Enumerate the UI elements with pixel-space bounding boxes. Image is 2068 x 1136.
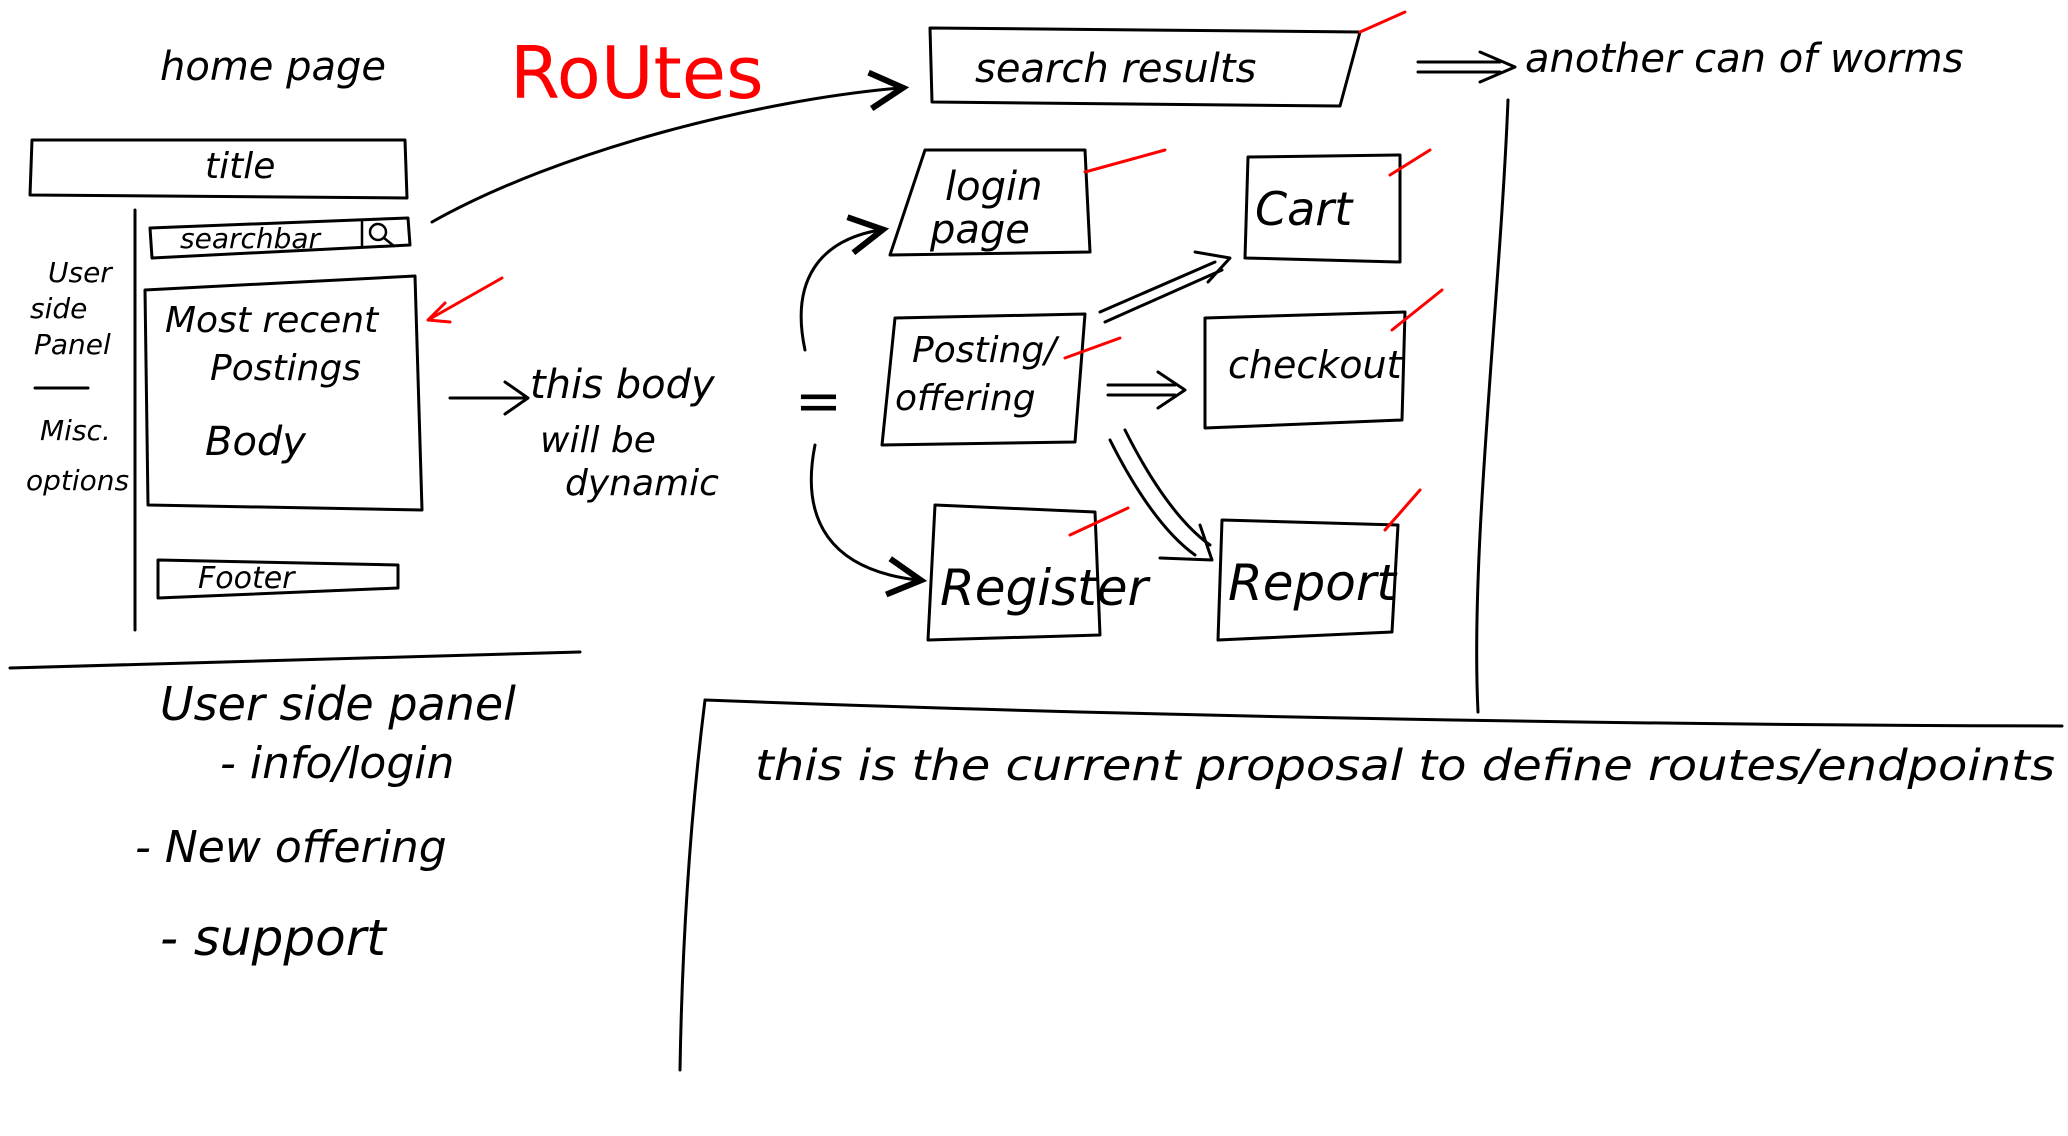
another-can-of-worms: another can of worms: [1525, 36, 1963, 82]
routes-column-divider: [1475, 98, 1510, 714]
title-label: title: [205, 146, 275, 187]
footer-box: [156, 558, 400, 600]
login-page-check: [1083, 148, 1167, 174]
cart-check: [1388, 148, 1432, 177]
body-line-2: Postings: [210, 348, 361, 389]
report-box: [1216, 518, 1400, 642]
search-icon: [368, 222, 388, 242]
report-label: Report: [1228, 554, 1398, 612]
dynamic-note-line-3: dynamic: [565, 463, 719, 504]
register-label: Register: [940, 559, 1152, 617]
user-side-panel-line-3: Panel: [34, 328, 111, 361]
search-results-check: [1358, 10, 1407, 34]
search-results-label: search results: [975, 46, 1256, 92]
register-check: [1068, 506, 1130, 537]
cart-label: Cart: [1255, 182, 1354, 236]
home-page-heading: home page: [160, 44, 386, 90]
routes-heading: RoUtes: [510, 31, 764, 115]
side-panel-note-3: - support: [160, 909, 388, 967]
worms-arrow: [1416, 50, 1517, 84]
side-panel-note-2: - New offering: [135, 822, 447, 873]
home-page-wireframe: home page title searchbar User side Pane…: [8, 44, 582, 670]
checkout-label: checkout: [1228, 343, 1404, 387]
body-to-note-arrow: [448, 380, 530, 416]
searchbar-box: [148, 216, 412, 260]
footer-label: Footer: [198, 561, 296, 596]
cart-box: [1243, 153, 1402, 264]
misc-options-line-2: options: [26, 464, 129, 497]
proposal-note: this is the current proposal to define r…: [755, 741, 2055, 791]
body-box: [143, 274, 424, 512]
title-box: [28, 138, 409, 200]
equals-sign: =: [795, 369, 842, 434]
search-to-results-arrow: [430, 88, 900, 224]
proposal-left-line: [678, 698, 707, 1072]
body-line-1: Most recent: [165, 300, 380, 341]
checkout-check: [1390, 288, 1444, 332]
to-login-arrow: [799, 230, 880, 352]
side-panel-notes: User side panel - info/login - New offer…: [135, 677, 516, 967]
body-pointer-arrow: [426, 276, 504, 324]
posting-offering-check: [1063, 336, 1122, 360]
to-checkout-arrow: [1106, 370, 1187, 410]
dynamic-note-line-1: this body: [530, 362, 716, 408]
login-page-box: [888, 148, 1092, 257]
checkout-box: [1203, 310, 1407, 430]
proposal-section: this is the current proposal to define r…: [678, 698, 2064, 1072]
to-report-arrow: [1108, 428, 1214, 562]
report-check: [1383, 488, 1422, 532]
login-page-line-1: login: [945, 164, 1042, 210]
side-panel-note-1: - info/login: [220, 738, 454, 789]
user-side-panel-line-1: User: [48, 256, 113, 289]
proposal-top-line: [703, 698, 2064, 728]
user-side-panel-line-2: side: [30, 292, 87, 325]
login-page-line-2: page: [929, 207, 1030, 253]
posting-offering-line-1: Posting/: [912, 330, 1060, 371]
to-cart-arrow: [1098, 250, 1232, 324]
route-diagram: search results another can of worms logi…: [799, 10, 1963, 714]
posting-offering-line-2: offering: [895, 378, 1036, 419]
searchbar-label: searchbar: [180, 222, 322, 255]
side-panel-notes-heading: User side panel: [160, 677, 516, 731]
home-section-underline: [8, 650, 582, 670]
register-box: [926, 503, 1102, 642]
search-results-box: [928, 26, 1362, 108]
misc-options-line-1: Misc.: [40, 414, 111, 447]
dynamic-note-line-2: will be: [540, 420, 656, 461]
to-register-arrow: [809, 443, 918, 580]
body-line-3: Body: [205, 419, 307, 465]
search-icon-handle: [382, 236, 396, 248]
posting-offering-box: [880, 312, 1087, 447]
